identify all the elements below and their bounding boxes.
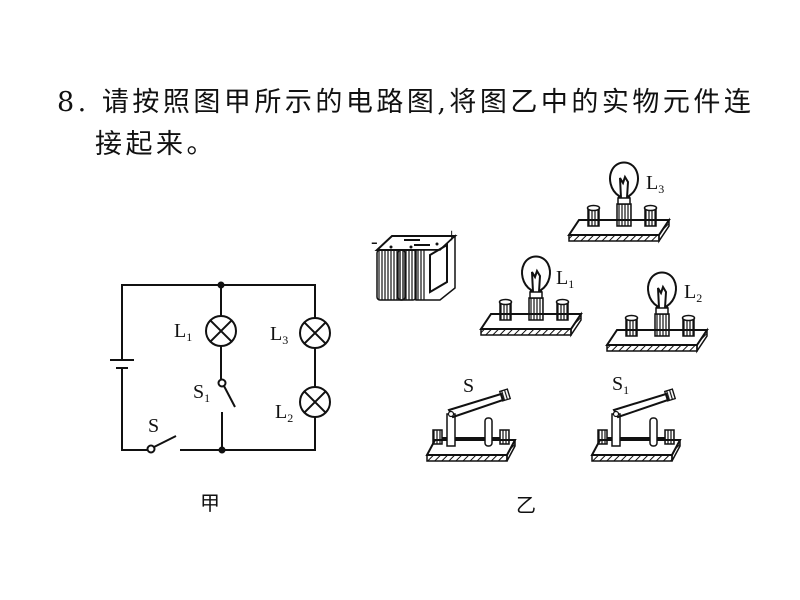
caption-jia: 甲 [200, 491, 220, 515]
battery-pack: - + [371, 225, 458, 301]
junction-dot-bottom [218, 446, 226, 454]
lamp-symbol-L1 [205, 315, 237, 347]
label-L3: L3 [270, 323, 288, 347]
physical-components: - + L3 L1 L2 S S1 乙 [371, 161, 708, 517]
wire-bottom [180, 417, 316, 451]
wire-top [121, 284, 316, 360]
switch-symbol-S1 [217, 378, 236, 408]
label-S: S [148, 415, 159, 437]
component-label-S1: S1 [612, 373, 629, 397]
component-label-S: S [463, 375, 474, 397]
knife-switch-S [426, 388, 516, 462]
label-L2: L2 [275, 401, 293, 425]
circuit-diagram: L1 L3 S1 L2 S 甲 [110, 281, 331, 515]
component-label-L3: L3 [646, 172, 664, 196]
lamp-symbol-L3 [299, 317, 331, 349]
wire-middle-branch [220, 285, 223, 450]
question-line-2: 接起来。 [95, 129, 217, 160]
component-label-L1: L1 [556, 267, 574, 291]
junction-dot-top [217, 281, 225, 289]
lamp-symbol-L2 [299, 386, 331, 418]
label-L1: L1 [174, 320, 192, 344]
caption-yi: 乙 [516, 493, 536, 517]
label-S1: S1 [193, 381, 210, 405]
component-label-L2: L2 [684, 281, 702, 305]
battery-plus-label: + [446, 225, 457, 247]
wire-left-lower [121, 368, 147, 451]
knife-switch-S1 [591, 388, 681, 462]
battery-minus-label: - [371, 231, 378, 253]
question-line-1: 8. 请按照图甲所示的电路图,将图乙中的实物元件连 [57, 87, 755, 118]
switch-symbol-S [146, 435, 177, 454]
battery-symbol [110, 359, 134, 369]
